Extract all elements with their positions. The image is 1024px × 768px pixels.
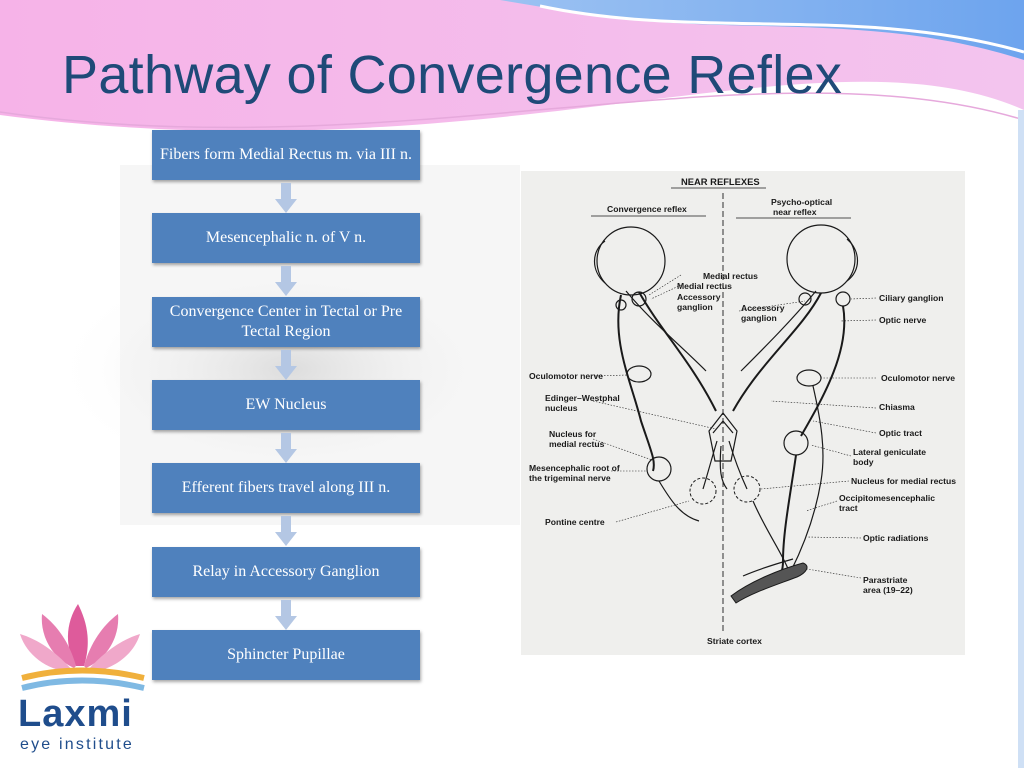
flow-step-4: EW Nucleus [152,380,420,430]
flow-arrow-down [275,433,297,463]
label-nucleus-medial-rectus: Nucleus for [549,429,597,439]
flow-step-7: Sphincter Pupillae [152,630,420,680]
logo-subtitle: eye institute [20,736,134,753]
label-parastriate-area: Parastriate [863,575,908,585]
label-lateral-geniculate-body: Lateral geniculate [853,447,926,457]
figure-right-heading-2: near reflex [773,207,817,217]
label-striate-cortex: Striate cortex [707,636,762,646]
figure-left-heading: Convergence reflex [607,204,687,214]
lotus-logo-icon [20,604,145,691]
label-mesencephalic-root: Mesencephalic root of [529,463,620,473]
label-parastriate-area: area (19–22) [863,585,913,595]
label-accessory-ganglion: Accessory [741,303,785,313]
flow-step-2: Mesencephalic n. of V n. [152,213,420,263]
flow-step-1: Fibers form Medial Rectus m. via III n. [152,130,420,180]
flow-arrow-down [275,350,297,380]
flow-step-3: Convergence Center in Tectal or Pre Tect… [152,297,420,347]
flow-step-6: Relay in Accessory Ganglion [152,547,420,597]
label-lateral-geniculate-body: body [853,457,874,467]
label-nucleus-medial-rectus: Nucleus for medial rectus [851,476,956,486]
label-medial-rectus: Medial rectus [703,271,758,281]
label-occipitomesencephalic-tract: tract [839,503,858,513]
figure-heading: NEAR REFLEXES [681,176,760,187]
flow-arrow-down [275,266,297,296]
figure-right-heading-1: Psycho-optical [771,197,832,207]
label-nucleus-medial-rectus: medial rectus [549,439,605,449]
flow-step-5: Efferent fibers travel along III n. [152,463,420,513]
label-accessory-ganglion: ganglion [741,313,777,323]
near-reflexes-diagram: NEAR REFLEXES Convergence reflex Psycho-… [521,171,965,655]
label-ciliary-ganglion: Ciliary ganglion [879,293,943,303]
flow-arrow-down [275,516,297,546]
flow-arrow-down [275,183,297,213]
label-occipitomesencephalic-tract: Occipitomesencephalic [839,493,935,503]
label-oculomotor-nerve: Oculomotor nerve [529,371,603,381]
label-ew-nucleus: Edinger–Westphal [545,393,620,403]
label-accessory-ganglion: ganglion [677,302,713,312]
slide-title: Pathway of Convergence Reflex [62,45,843,105]
logo-name: Laxmi [18,693,133,735]
label-oculomotor-nerve: Oculomotor nerve [881,373,955,383]
label-chiasma: Chiasma [879,402,915,412]
label-optic-nerve: Optic nerve [879,315,927,325]
label-medial-rectus: Medial rectus [677,281,732,291]
label-mesencephalic-root: the trigeminal nerve [529,473,611,483]
label-pontine-centre: Pontine centre [545,517,605,527]
label-ew-nucleus: nucleus [545,403,578,413]
label-optic-tract: Optic tract [879,428,922,438]
label-optic-radiations: Optic radiations [863,533,929,543]
flow-arrow-down [275,600,297,630]
label-accessory-ganglion: Accessory [677,292,721,302]
